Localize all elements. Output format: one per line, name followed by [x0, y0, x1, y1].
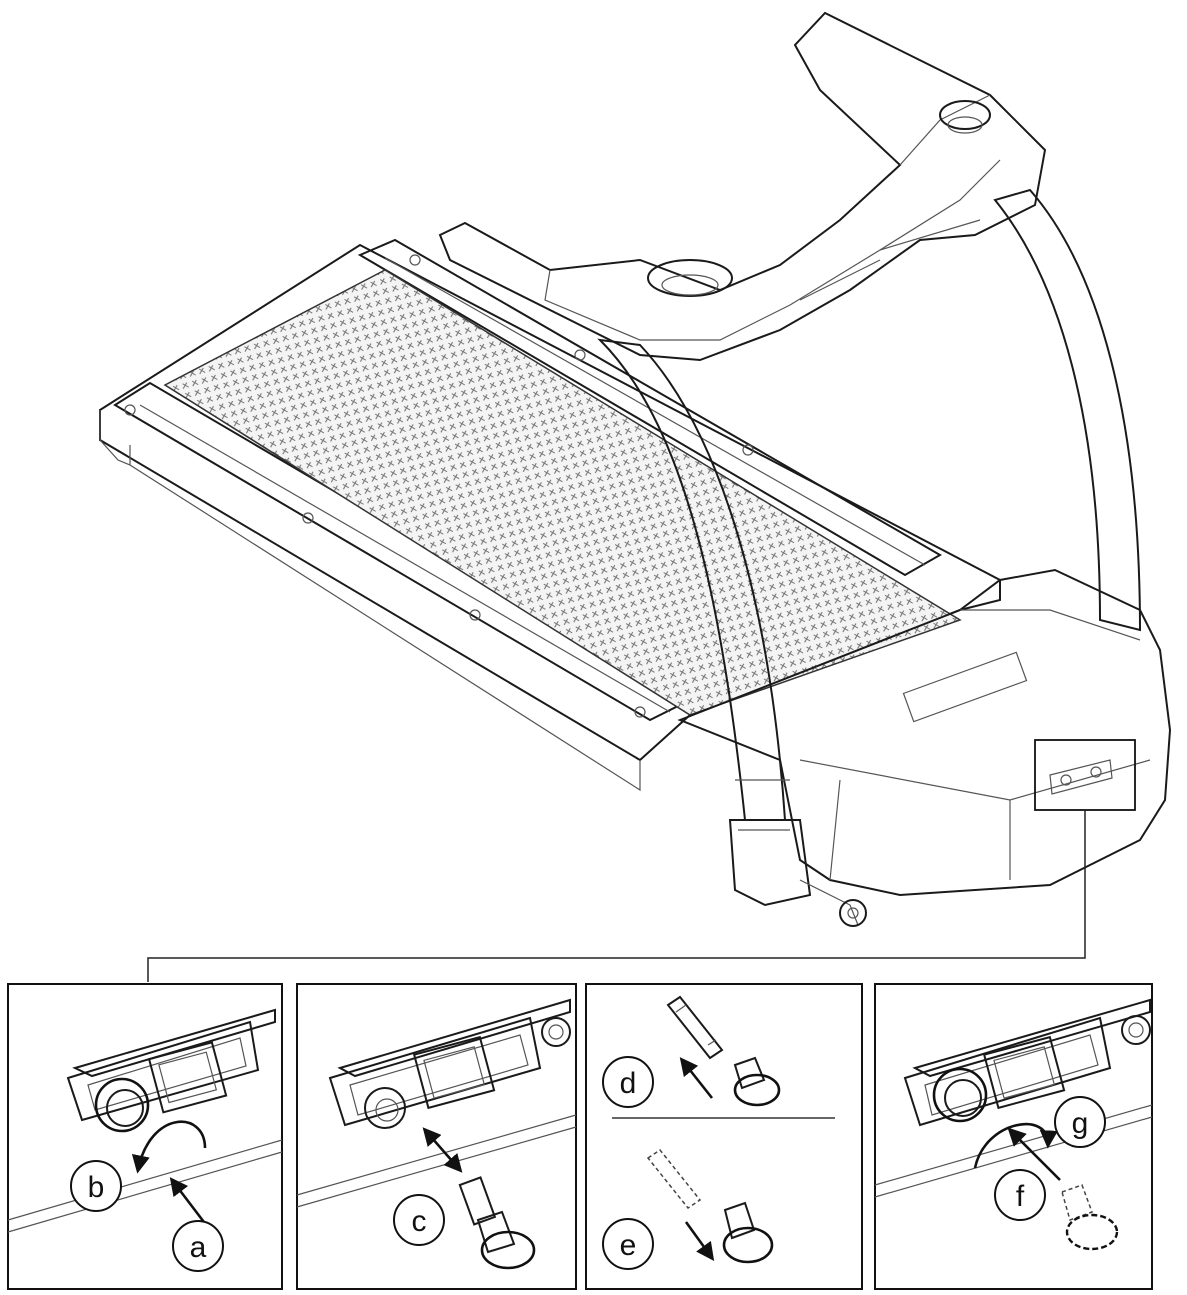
fuse-cap-d [733, 1056, 781, 1107]
detail-connector [147, 810, 1086, 982]
running-belt [163, 269, 962, 716]
old-fuse [666, 995, 724, 1060]
cup-holder-right [939, 100, 991, 130]
base-bracket [728, 819, 812, 907]
left-upright [597, 338, 787, 821]
right-upright [993, 188, 1142, 632]
removed-fuse-cap [458, 1176, 536, 1270]
svg-text:f: f [1016, 1180, 1025, 1213]
svg-text:b: b [88, 1171, 105, 1204]
step-panel-4: f g [874, 983, 1153, 1290]
arrow-insert-f [1007, 1127, 1061, 1181]
callout-g: g [1054, 1096, 1106, 1148]
svg-text:e: e [620, 1229, 637, 1262]
new-fuse [646, 1148, 702, 1210]
step-panel-3: d e [585, 983, 863, 1290]
svg-text:d: d [620, 1067, 637, 1100]
rail-screws [124, 254, 754, 718]
fuse-cap-knob [94, 1077, 150, 1133]
step-panel-2: c [296, 983, 577, 1290]
treadmill-illustration [99, 11, 1172, 927]
installed-fuse-cap [932, 1067, 988, 1123]
handlebar-console [438, 11, 1047, 362]
callout-c: c [393, 1194, 445, 1246]
svg-text:c: c [412, 1205, 427, 1238]
callout-b: b [70, 1160, 122, 1212]
fuse-holder-socket [364, 1087, 406, 1129]
fuse-cap-e [722, 1201, 774, 1264]
arrow-turn-g [973, 1122, 1058, 1169]
step-panel-1: a b [7, 983, 283, 1290]
svg-text:a: a [190, 1231, 207, 1264]
callout-d: d [602, 1056, 654, 1108]
callout-f: f [994, 1169, 1046, 1221]
callout-e: e [602, 1218, 654, 1270]
arrow-remove-d [679, 1057, 714, 1099]
arrow-insert-e [684, 1221, 715, 1261]
arrow-turn-b [131, 1120, 207, 1174]
svg-text:g: g [1072, 1107, 1089, 1140]
arrow-pull-c [422, 1127, 463, 1173]
hood-badge [902, 651, 1028, 723]
cup-holder-left [647, 259, 733, 297]
right-side-rail [357, 238, 943, 577]
motor-hood [677, 568, 1172, 897]
inserted-fuse-cap [1061, 1184, 1119, 1251]
callout-a: a [172, 1220, 224, 1272]
transport-wheel [839, 899, 867, 927]
